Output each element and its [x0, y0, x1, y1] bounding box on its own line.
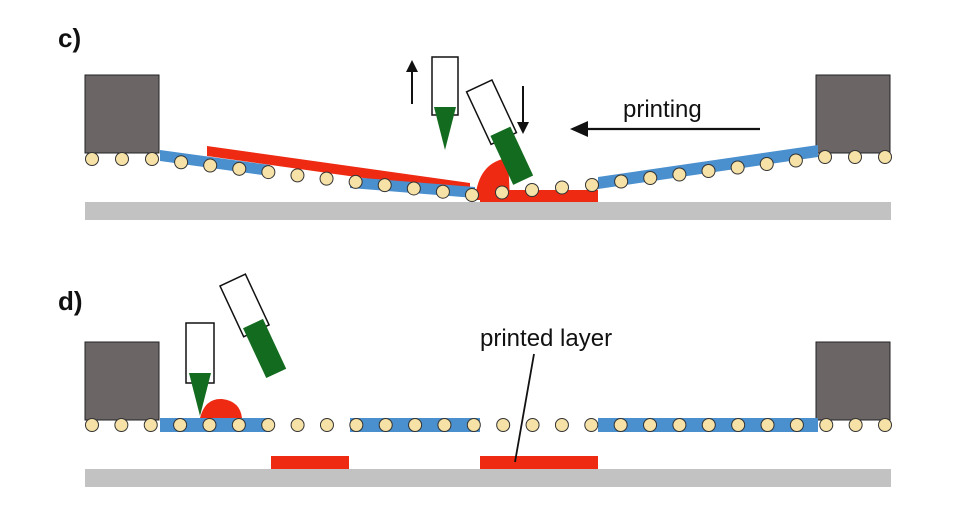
panel-c-label: c)	[58, 23, 81, 53]
bead-d	[202, 418, 217, 432]
bead-d	[554, 418, 569, 432]
bead-c	[643, 171, 658, 185]
bead-c	[377, 178, 392, 193]
bead-d	[672, 418, 687, 432]
bead-d	[143, 418, 158, 432]
bead-d	[848, 418, 863, 432]
bead-c	[319, 171, 334, 186]
bead-c	[848, 150, 862, 164]
printed-layer-label: printed layer	[480, 325, 612, 352]
bead-d	[760, 418, 775, 432]
nozzle-vertical-d	[185, 322, 215, 416]
bead-d	[878, 418, 892, 432]
bead-d	[173, 418, 188, 432]
printing-direction-arrow	[570, 121, 760, 137]
bead-d	[408, 418, 423, 432]
bead-c	[232, 161, 247, 176]
bead-d	[261, 418, 276, 432]
printed-layer-1	[271, 456, 349, 469]
bead-c	[290, 168, 305, 183]
bead-c	[261, 165, 276, 180]
support-block-right-c	[815, 74, 891, 154]
bead-d	[114, 418, 129, 432]
bead-c	[406, 181, 421, 196]
nozzle-tilted-d	[219, 273, 287, 379]
arrow-down-c	[517, 86, 529, 134]
bead-c	[203, 158, 218, 173]
arrow-up-c	[406, 60, 418, 104]
bead-c	[525, 183, 539, 197]
bead-d	[701, 418, 716, 432]
bead-c	[85, 152, 99, 166]
bead-c	[348, 174, 363, 189]
bead-d	[437, 418, 452, 432]
bead-c	[555, 180, 569, 195]
panel-d: d) printed layer	[58, 273, 892, 487]
bead-d	[819, 418, 834, 432]
bead-d	[496, 418, 511, 432]
bead-c	[759, 157, 774, 171]
bead-d	[231, 418, 246, 432]
substrate-c	[85, 202, 891, 220]
bead-d	[525, 418, 540, 432]
bead-c	[145, 152, 159, 166]
panel-c: c)	[58, 23, 892, 220]
support-block-left-c	[84, 74, 160, 154]
nozzle-printing-c	[465, 79, 534, 185]
nozzle-retracting-c	[431, 56, 459, 150]
bead-c	[174, 155, 189, 170]
printed-layer-pointer	[514, 353, 535, 463]
bead-d	[789, 418, 804, 432]
bead-d	[613, 418, 628, 432]
ink-strip-c-left	[207, 146, 470, 193]
support-block-right-d	[815, 341, 891, 421]
bead-c	[730, 160, 745, 175]
bead-d	[290, 418, 305, 432]
ink-drop-d	[200, 398, 242, 418]
bead-c	[115, 152, 129, 166]
bead-chain-d	[85, 418, 892, 432]
bead-c	[614, 174, 629, 189]
bead-c	[701, 164, 716, 178]
panel-d-label: d)	[58, 286, 83, 316]
bead-c	[495, 185, 509, 200]
bead-c	[435, 184, 450, 199]
bead-c	[465, 188, 479, 202]
printed-layer-2	[480, 456, 598, 469]
bead-d	[466, 418, 481, 432]
bead-c	[585, 178, 599, 192]
bead-c	[878, 150, 892, 164]
bead-d	[319, 418, 334, 432]
bead-d	[85, 418, 99, 432]
printing-label: printing	[623, 96, 702, 123]
bead-c	[818, 150, 832, 164]
bead-d	[584, 418, 599, 432]
substrate-d	[85, 469, 891, 487]
bead-c	[672, 167, 687, 182]
support-block-left-d	[84, 341, 160, 421]
bead-c	[788, 153, 803, 168]
bead-d	[731, 418, 746, 432]
bead-chain-c	[85, 150, 892, 202]
bead-d	[378, 418, 393, 432]
bead-d	[643, 418, 658, 432]
bead-d	[349, 418, 364, 432]
